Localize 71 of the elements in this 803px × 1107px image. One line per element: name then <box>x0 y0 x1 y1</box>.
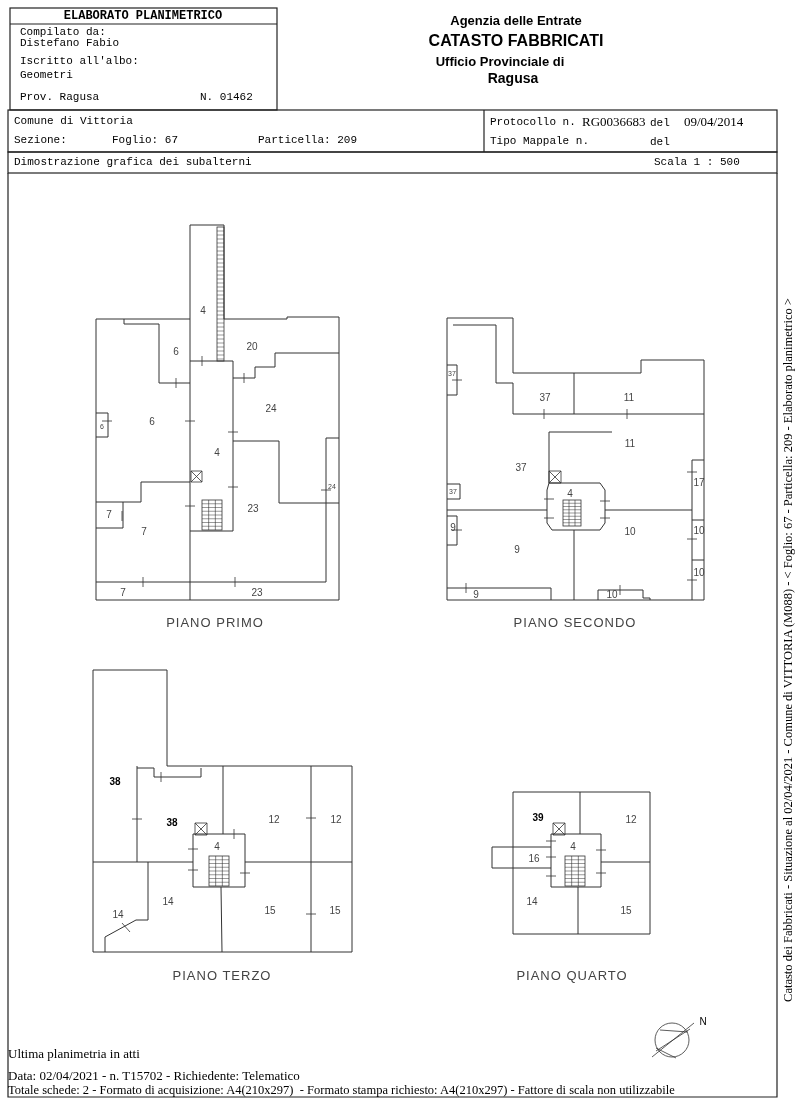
room-number: 37 <box>515 463 527 473</box>
room-number: 10 <box>693 526 705 536</box>
room-number: 4 <box>200 306 206 316</box>
field-label: Compilato da: <box>20 26 106 38</box>
field-label: del <box>650 136 670 148</box>
field-value: Distefano Fabio <box>20 37 120 49</box>
room-number: 38 <box>109 777 121 787</box>
footer-note: Ultima planimetria in atti <box>8 1046 140 1060</box>
room-number: 4 <box>567 489 573 499</box>
field-value: Particella: 209 <box>258 134 358 146</box>
field-label: Protocollo n. <box>490 116 576 128</box>
room-number: 20 <box>246 342 258 352</box>
floor-title: PIANO QUARTO <box>516 968 628 982</box>
room-number: 10 <box>693 568 705 578</box>
room-number: 11 <box>623 393 635 403</box>
room-number: 38 <box>166 818 178 828</box>
room-number: 14 <box>112 910 124 920</box>
room-number: 39 <box>532 813 544 823</box>
section-label: Dimostrazione grafica dei subalterni <box>14 156 252 168</box>
scale-label: Scala 1 : 500 <box>654 156 740 168</box>
room-number: 14 <box>526 897 538 907</box>
room-number: 12 <box>268 815 280 825</box>
room-number: 12 <box>625 815 637 825</box>
footer-note: Totale schede: 2 - Formato di acquisizione: A4(210x297) - Formato stampa richiesto: A4(210x297) - Fattore di scala non utilizzabile <box>8 1083 675 1097</box>
room-number: 23 <box>251 588 263 598</box>
room-number: 10 <box>606 590 618 600</box>
room-number: 7 <box>141 527 147 537</box>
room-number: 15 <box>264 906 276 916</box>
side-note: Catasto dei Fabbricati - Situazione al 02/04/2021 - Comune di VITTORIA (M088) - < Foglio: 67 - Particella: 209 - Elaborato planimetrico > <box>781 298 795 1002</box>
room-number: 11 <box>624 439 636 449</box>
room-number: 15 <box>620 906 632 916</box>
room-number: 12 <box>330 815 342 825</box>
room-number: 24 <box>265 404 277 414</box>
room-number: 9 <box>450 523 456 533</box>
room-number: 9 <box>473 590 479 600</box>
room-number: 4 <box>570 842 576 852</box>
room-number: 37 <box>539 393 551 403</box>
field-label: Tipo Mappale n. <box>490 135 590 147</box>
office-heading: Ufficio Provinciale di <box>435 54 565 68</box>
floor-title: PIANO SECONDO <box>513 615 637 629</box>
room-number: 7 <box>106 510 112 520</box>
room-number: 15 <box>329 906 341 916</box>
room-number: 6 <box>149 417 155 427</box>
room-number: 6 <box>173 347 179 357</box>
field-value: N. 01462 <box>200 91 253 103</box>
room-number: 7 <box>120 588 126 598</box>
field-value: 09/04/2014 <box>684 114 744 128</box>
field-value: Comune di Vittoria <box>14 115 133 127</box>
field-value: RG0036683 <box>582 114 646 128</box>
room-number: 14 <box>162 897 174 907</box>
floor-title: PIANO TERZO <box>172 968 272 982</box>
north-label: N <box>699 1017 707 1027</box>
floor-title: PIANO PRIMO <box>166 615 264 629</box>
office-heading: CATASTO FABBRICATI <box>428 33 604 49</box>
footer-note: Data: 02/04/2021 - n. T15702 - Richiedente: Telematico <box>8 1068 300 1082</box>
field-label: Iscritto all'albo: <box>20 55 139 67</box>
field-value: Foglio: 67 <box>112 134 178 146</box>
room-number: 10 <box>624 527 636 537</box>
field-label: Sezione: <box>14 134 67 146</box>
office-heading: Ragusa <box>487 71 539 85</box>
field-value: Prov. Ragusa <box>20 91 100 103</box>
room-number: 23 <box>247 504 259 514</box>
field-label: del <box>650 117 670 129</box>
room-number: 9 <box>514 545 520 555</box>
office-heading: Agenzia delle Entrate <box>450 13 582 27</box>
room-number: 4 <box>214 842 220 852</box>
room-number: 4 <box>214 448 220 458</box>
form-title: ELABORATO PLANIMETRICO <box>63 10 223 22</box>
field-value: Geometri <box>20 69 73 81</box>
room-number: 17 <box>693 478 705 488</box>
room-number: 16 <box>528 854 540 864</box>
